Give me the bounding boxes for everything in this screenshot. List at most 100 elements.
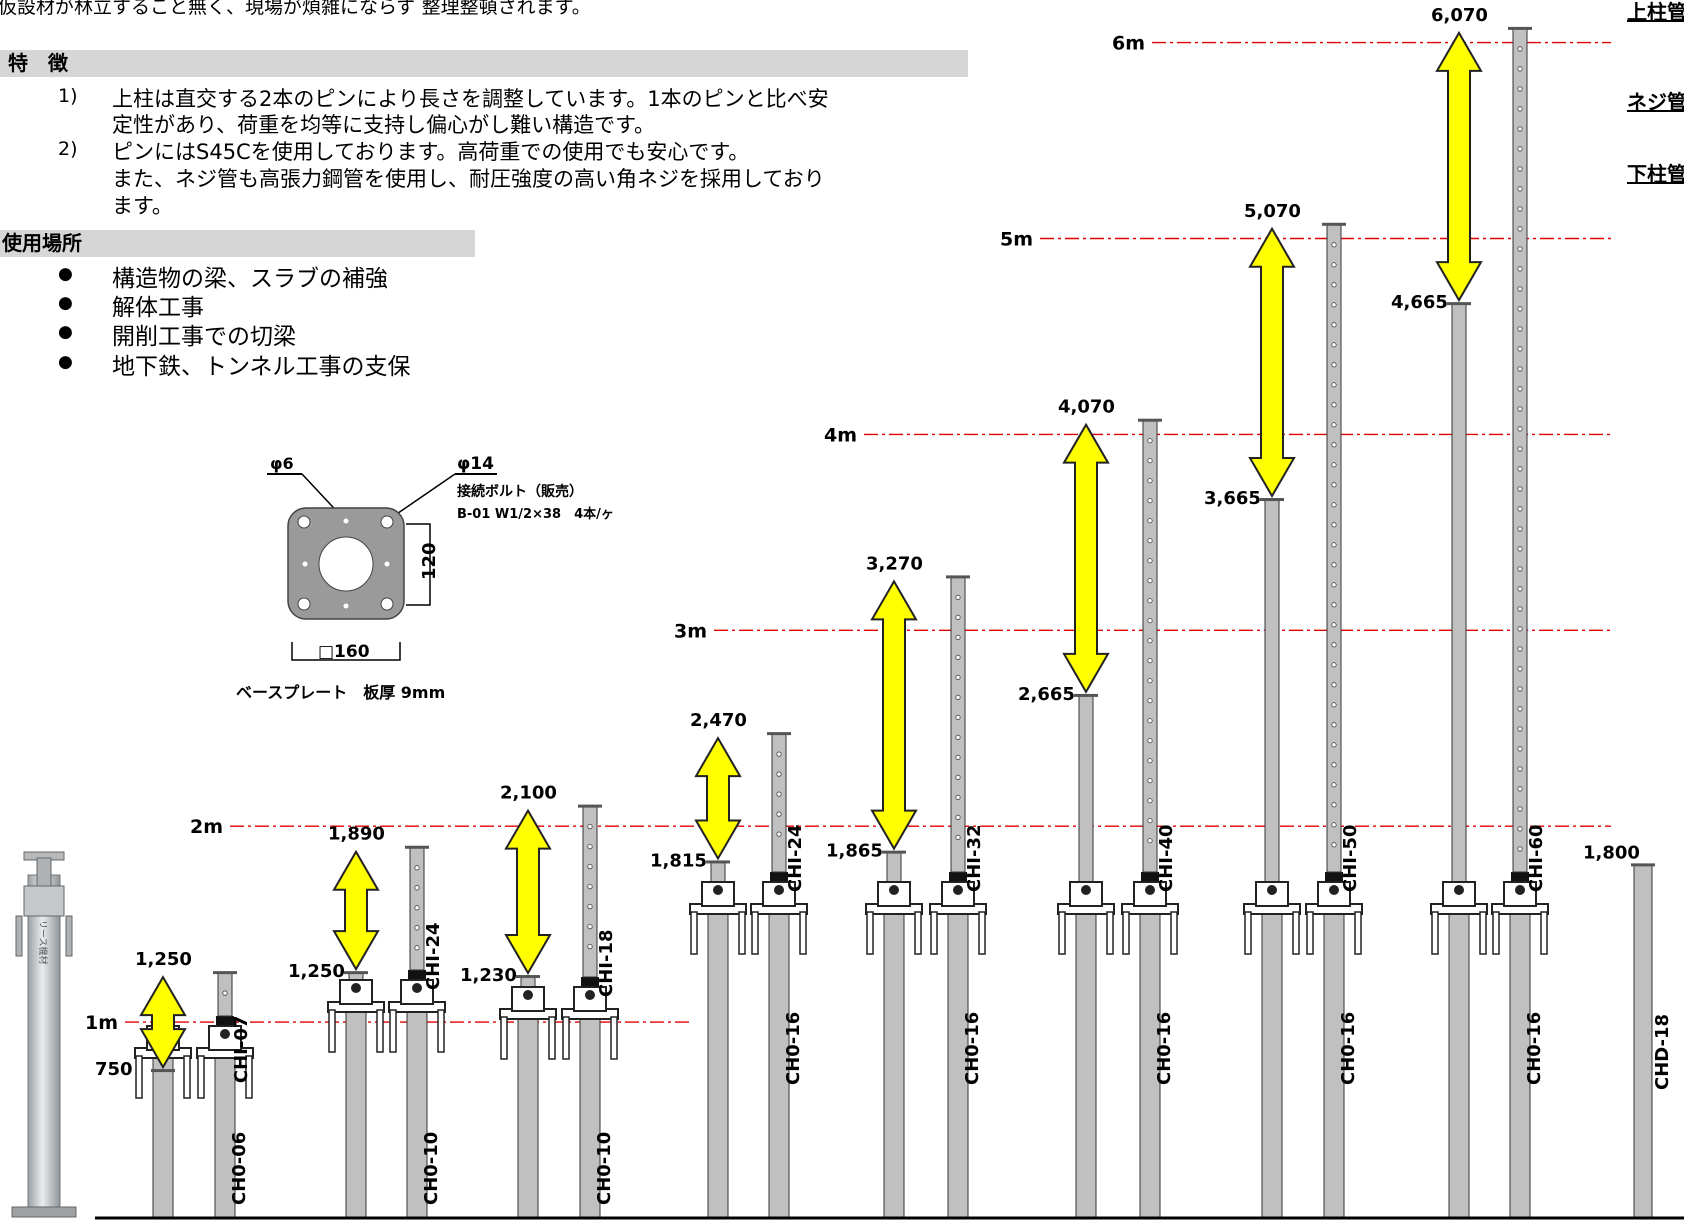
- clamp-leg-right: [1354, 911, 1362, 955]
- pin-hole: [1331, 422, 1337, 428]
- pin-hole: [1147, 498, 1153, 504]
- clamp-leg-left: [1122, 911, 1130, 955]
- lower-model-label: CH0-16: [962, 1012, 983, 1085]
- pin-hole: [1517, 166, 1523, 172]
- clamp-leg-left: [1431, 911, 1439, 955]
- pin-hole: [776, 831, 782, 837]
- clamp-leg-right: [1479, 911, 1487, 955]
- top-plate-extended: [578, 804, 602, 808]
- pin-hole: [776, 811, 782, 817]
- pin-hole: [1517, 346, 1523, 352]
- header-screw-pipe: ネジ管: [1627, 90, 1684, 114]
- pin-hole: [955, 774, 961, 781]
- pin-hole: [1331, 362, 1337, 368]
- pin-hole: [414, 885, 420, 891]
- pin-hole: [587, 864, 593, 870]
- pin-hole: [1517, 146, 1523, 152]
- scale-label-4m: 4m: [824, 424, 857, 446]
- pin-hole: [1331, 622, 1337, 628]
- pin-hole: [1147, 678, 1153, 684]
- pin-hole: [587, 884, 593, 890]
- pin-hole: [1517, 406, 1523, 412]
- pin-hole: [1147, 598, 1153, 604]
- pin-hole: [414, 865, 420, 871]
- pin-hole: [1331, 682, 1337, 688]
- pin-hole: [1331, 282, 1337, 288]
- adjust-range-arrow: [1435, 30, 1483, 303]
- lower-pipe-retracted: [1075, 911, 1097, 1219]
- clamp-leg-left: [562, 1016, 570, 1060]
- clamp-leg-left: [197, 1055, 205, 1099]
- pin-hole: [1331, 582, 1337, 588]
- pin-hole: [1147, 818, 1153, 824]
- pin-hole: [1517, 706, 1523, 712]
- min-height-label: 1,815: [650, 850, 707, 871]
- top-plate-retracted: [1447, 302, 1471, 306]
- clamp-extended: [750, 881, 808, 955]
- pin-hole: [1517, 286, 1523, 292]
- upper-model-label: CHI-40: [1156, 825, 1177, 893]
- pin-hole: [1331, 302, 1337, 308]
- scale-label-1m: 1m: [85, 1012, 118, 1034]
- clamp-leg-right: [376, 1009, 384, 1053]
- clamp-retracted: [1243, 881, 1301, 955]
- max-height-label: 2,470: [690, 710, 747, 731]
- features-header-bar: 特 徴: [0, 50, 968, 77]
- pin-hole: [1517, 306, 1523, 312]
- pin-hole: [776, 771, 782, 777]
- support-units-layer: 1,250750CH0-06CHI-071,8901,250CH0-10CHI-…: [95, 5, 1673, 1219]
- features-title: 特 徴: [8, 51, 68, 75]
- header-lower-pipe: 下柱管: [1627, 162, 1684, 186]
- plate-bolt-hole-tr: [380, 515, 394, 529]
- feature-2-line-3: ます。: [112, 194, 173, 218]
- pin-hole: [1147, 518, 1153, 524]
- pin-hole: [1331, 642, 1337, 648]
- header-upper-pipe: 上柱管: [1627, 0, 1684, 24]
- pin-hole: [1517, 246, 1523, 252]
- clamp-leg-left: [866, 911, 874, 955]
- pin-hole: [1147, 558, 1153, 564]
- pin-hole: [1517, 766, 1523, 772]
- pin-hole: [1147, 798, 1153, 804]
- upper-model-label: CHI-24: [785, 825, 806, 893]
- single-pipe: [1633, 864, 1653, 1219]
- adjust-range-arrow: [1062, 422, 1110, 694]
- clamp-bolt: [523, 990, 533, 1000]
- lower-model-label: CH0-10: [594, 1132, 615, 1205]
- pin-hole: [955, 614, 961, 621]
- dim-120-line: [406, 523, 431, 606]
- min-height-label: 2,665: [1018, 684, 1075, 705]
- scale-label-3m: 3m: [674, 620, 707, 642]
- feature-num-1: 1): [58, 85, 78, 107]
- max-height-label: 3,270: [866, 553, 923, 574]
- pin-hole: [1331, 502, 1337, 508]
- max-height-label: 1,890: [328, 824, 385, 845]
- pin-hole: [1147, 438, 1153, 444]
- usage-item-4: 地下鉄、トンネル工事の支保: [112, 354, 411, 380]
- clamp-bolt: [1145, 885, 1155, 895]
- usage-bullet-3: ●: [58, 322, 73, 342]
- pin-hole: [1331, 842, 1337, 848]
- pin-hole: [1331, 782, 1337, 788]
- pin-hole: [1331, 342, 1337, 348]
- photo-top-screw: [36, 857, 52, 887]
- pin-hole: [1517, 806, 1523, 812]
- clamp-extended: [561, 986, 619, 1060]
- clamp-leg-right: [183, 1055, 191, 1099]
- pin-hole: [955, 734, 961, 741]
- upper-model-label: CHI-07: [231, 1016, 252, 1084]
- clamp-leg-left: [930, 911, 938, 955]
- lower-model-label: CH0-16: [1524, 1012, 1545, 1085]
- pin-hole: [1517, 786, 1523, 792]
- clamp-leg-left: [1492, 911, 1500, 955]
- min-height-label: 1,230: [460, 965, 517, 986]
- clamp-bolt: [351, 983, 361, 993]
- pin-hole: [955, 714, 961, 721]
- top-plate-retracted: [882, 850, 906, 854]
- pin-hole: [1517, 106, 1523, 112]
